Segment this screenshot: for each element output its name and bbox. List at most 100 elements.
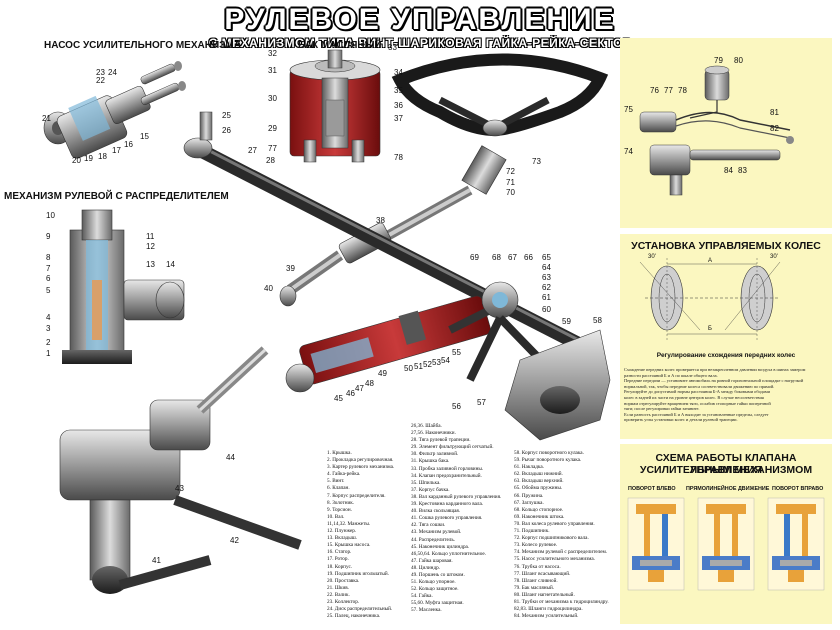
alignment-notes: Схождение передних колес проверяется при…: [624, 367, 806, 423]
legend-item: 31. Крышка бака.: [411, 458, 450, 465]
legend-item: 25. Палец, наконечника.: [327, 613, 381, 620]
wheels-panel-title: УСТАНОВКА УПРАВЛЯЕМЫХ КОЛЕС: [631, 240, 821, 252]
callout-45: 45: [334, 394, 343, 403]
callout-3: 3: [46, 324, 51, 333]
page-title: РУЛЕВОЕ УПРАВЛЕНИЕ: [224, 3, 616, 36]
legend-item: 62. Вкладыш нижний.: [514, 471, 563, 478]
callout-41: 41: [152, 556, 161, 565]
legend-item: 27,56. Наконечники.: [411, 430, 456, 437]
legend-item: 30. Фильтр заливной.: [411, 451, 459, 458]
legend-item: 63. Вкладыш верхний.: [514, 478, 564, 485]
tie-rod-drawing: [183, 111, 604, 362]
legend-item: 39. Крестовина карданного вала.: [411, 501, 484, 508]
wheel-alignment-drawing: [639, 258, 781, 340]
legend-item: 45. Наконечник цилиндра.: [411, 543, 470, 550]
callout-2: 2: [46, 338, 51, 347]
callout-6: 6: [46, 274, 51, 283]
callout-43: 43: [175, 484, 184, 493]
callout-81: 81: [770, 108, 779, 117]
legend-item: 18. Корпус.: [327, 563, 353, 570]
mechanism-heading: МЕХАНИЗМ РУЛЕВОЙ С РАСПРЕДЕЛИТЕЛЕМ: [4, 191, 229, 202]
angle-label-left: 30': [648, 254, 656, 260]
legend-item: 12. Плунжер.: [327, 528, 357, 535]
callout-62: 62: [542, 283, 551, 292]
legend-item: 44. Распределитель.: [411, 536, 456, 543]
legend-item: 23. Коллектор.: [327, 598, 360, 605]
legend-item: 65. Обойма пружины.: [514, 485, 563, 492]
callout-42: 42: [230, 536, 239, 545]
callout-26: 26: [222, 126, 231, 135]
callout-60: 60: [542, 305, 551, 314]
legend-item: 5. Винт.: [327, 478, 345, 485]
callout-54: 54: [441, 356, 450, 365]
mechanism-drawing: [62, 209, 185, 364]
power-cylinder-drawing: [285, 295, 492, 393]
callout-29: 29: [268, 124, 277, 133]
callout-14: 14: [166, 260, 175, 269]
legend-item: 41. Сошка рулевого управления.: [411, 515, 483, 522]
callout-72: 72: [506, 167, 515, 176]
legend-item: 10. Вал.: [327, 513, 345, 520]
callout-67: 67: [508, 253, 517, 262]
legend-item: 42. Тяга сошки.: [411, 522, 446, 529]
callout-61: 61: [542, 293, 551, 302]
callout-51: 51: [414, 362, 423, 371]
angle-label-right: 30': [770, 254, 778, 260]
legend-item: 67. Заглушка.: [514, 499, 544, 506]
callout-36: 36: [394, 101, 403, 110]
legend-item: 84. Механизм усилительный.: [514, 613, 579, 620]
legend-item: 74. Механизм рулевой с распределителем.: [514, 549, 608, 556]
callout-57: 57: [477, 398, 486, 407]
legend-item: 38. Вал карданный рулевого управления.: [411, 493, 502, 500]
callout-5: 5: [46, 286, 51, 295]
callout-73: 73: [532, 157, 541, 166]
legend-column-3: 58. Корпус поворотного кулака.59. Рычаг …: [514, 450, 618, 620]
legend-item: 82,83. Шланги гидроцилиндра.: [514, 606, 583, 613]
legend-column-1: 1. Крышка.2. Прокладка регулировочная.3.…: [327, 450, 409, 620]
callout-44: 44: [226, 453, 235, 462]
legend-item: 4. Гайка-рейка.: [327, 471, 361, 478]
callout-25: 25: [222, 111, 231, 120]
callout-48: 48: [365, 379, 374, 388]
callout-66: 66: [524, 253, 533, 262]
callout-32: 32: [268, 49, 277, 58]
legend-item: 37. Корпус бачка.: [411, 486, 450, 493]
callout-9: 9: [46, 232, 51, 241]
legend-item: 49. Поршень со штоком.: [411, 571, 465, 578]
legend-item: 20. Проставка.: [327, 577, 360, 584]
legend-item: 9. Торсион.: [327, 506, 352, 513]
callout-1: 1: [46, 349, 51, 358]
mode-straight: ПРЯМОЛИНЕЙНОЕ ДВИЖЕНИЕ: [686, 486, 770, 492]
callout-20: 20: [72, 156, 81, 165]
callout-78: 78: [678, 86, 687, 95]
pump-heading: НАСОС УСИЛИТЕЛЬНОГО МЕХАНИЗМА: [44, 40, 241, 51]
legend-item: 24. Диск распределительный.: [327, 606, 393, 613]
callout-24: 24: [108, 68, 117, 77]
callout-58: 58: [593, 316, 602, 325]
callout-31: 31: [268, 66, 277, 75]
callout-4: 4: [46, 313, 51, 322]
callout-12: 12: [146, 242, 155, 251]
mode-right: ПОВОРОТ ВПРАВО: [772, 486, 824, 492]
legend-item: 81. Трубки от механизма к гидроцилиндру.: [514, 598, 609, 605]
legend-item: 21. Шкив.: [327, 584, 350, 591]
callout-77: 77: [664, 86, 673, 95]
callout-75: 75: [624, 105, 633, 114]
callout-76: 76: [650, 86, 659, 95]
legend-item: 46,50,64. Кольцо уплотнительное.: [411, 550, 486, 557]
legend-item: 51. Кольцо упорное.: [411, 579, 456, 586]
legend-item: 76. Трубка от насоса.: [514, 563, 561, 570]
legend-item: 13. Вкладыш.: [327, 535, 358, 542]
legend-item: 58. Корпус поворотного кулака.: [514, 450, 584, 456]
legend-item: 19. Подшипник игольчатый.: [327, 570, 389, 577]
callout-68: 68: [492, 253, 501, 262]
valve-panel-title-2: УСИЛИТЕЛЬНЫМ МЕХАНИЗМОМ: [639, 464, 813, 476]
callout-11: 11: [146, 232, 155, 241]
callout-27: 27: [248, 146, 257, 155]
legend-item: 28. Тяга рулевой трапеции.: [411, 437, 471, 444]
legend-item: 77. Шланг всасывающий.: [514, 570, 571, 577]
callout-64: 64: [542, 263, 551, 272]
callout-74: 74: [624, 147, 633, 156]
legend-item: 66. Пружина.: [514, 492, 544, 499]
legend-item: 11,14,32. Манжеты.: [327, 520, 371, 527]
